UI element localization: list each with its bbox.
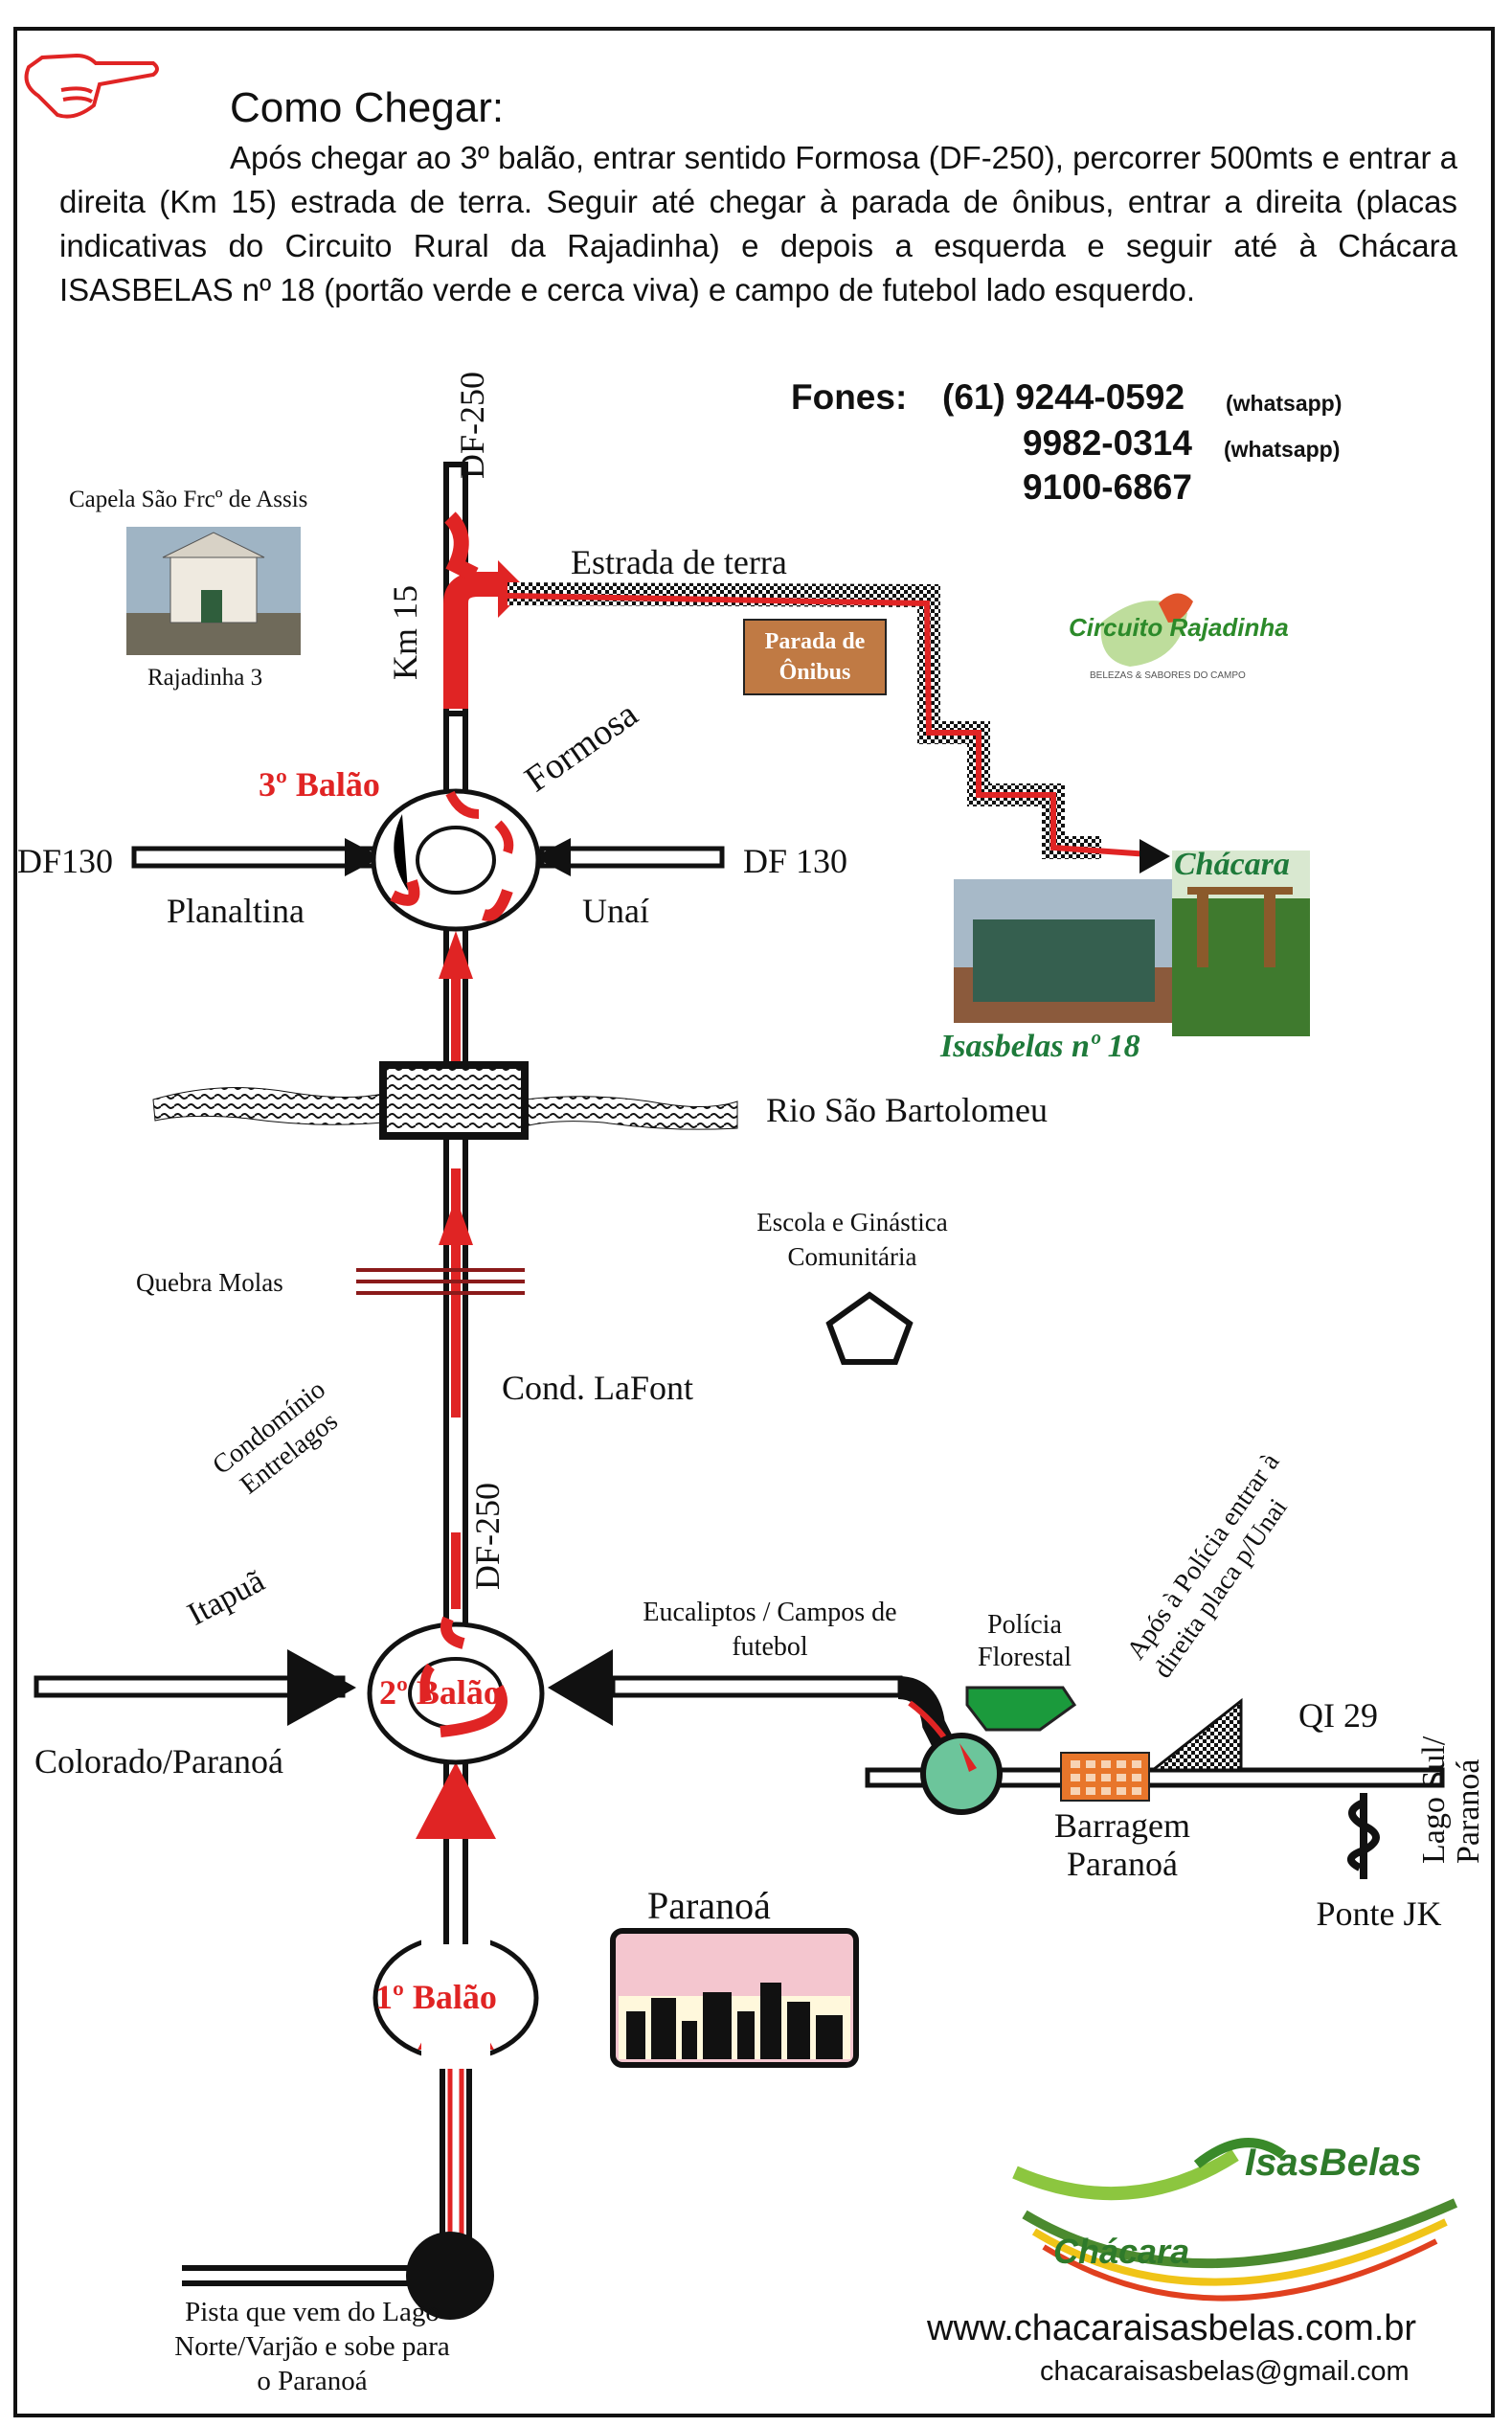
paranoa-label: Paranoá xyxy=(647,1884,771,1927)
circuito-logo-tagline: BELEZAS & SABORES DO CAMPO xyxy=(1090,670,1246,681)
parada-onibus-sign: Parada de Ônibus xyxy=(743,619,887,695)
roundabout-1 xyxy=(372,1925,539,2069)
rajadinha-label: Rajadinha 3 xyxy=(147,665,263,691)
chacara-label: Chácara xyxy=(1174,847,1290,882)
page-frame xyxy=(13,27,1495,2417)
chacara-gate-photo xyxy=(954,879,1172,1023)
quebra-molas-icon xyxy=(356,1268,525,1295)
pista-label: Pista que vem do Lago Norte/Varjão e sob… xyxy=(174,2297,450,2396)
circuito-rajadinha-logo xyxy=(1100,593,1193,667)
phones-label: Fones: xyxy=(791,377,908,417)
ponte-label: Ponte JK xyxy=(1316,1894,1442,1933)
directions-text: Após chegar ao 3º balão, entrar sentido … xyxy=(59,140,1457,307)
phone-note-1: (whatsapp) xyxy=(1226,391,1343,416)
phone-number-3: 9100-6867 xyxy=(1023,467,1192,507)
chacara-brand-text: Chácara xyxy=(1053,2232,1190,2271)
qi29-label: QI 29 xyxy=(1298,1696,1378,1735)
df130-roads xyxy=(131,838,725,876)
planaltina-label: Planaltina xyxy=(167,892,305,930)
road-to-barragem xyxy=(865,1676,1445,1879)
policia-label: Polícia Florestal xyxy=(978,1610,1072,1672)
df130-left-label: DF130 xyxy=(17,842,114,880)
policia-icon xyxy=(965,1686,1077,1732)
rio-label: Rio São Bartolomeu xyxy=(766,1091,1048,1129)
unai-label: Unaí xyxy=(582,892,649,930)
chacara-garden-photo xyxy=(1172,851,1310,1036)
balao3-label: 3º Balão xyxy=(259,765,380,804)
pista-road xyxy=(182,2232,494,2320)
phone-number-2: 9982-0314 xyxy=(1023,423,1192,463)
page-title: Como Chegar: xyxy=(230,84,505,131)
df250-mid-label: DF-250 xyxy=(468,1482,507,1590)
email-link[interactable]: chacaraisasbelas@gmail.com xyxy=(1040,2356,1410,2387)
roundabout-2 xyxy=(367,1616,545,1765)
lago-sul-label: Lago Sul/ Paranoá xyxy=(1416,1735,1486,1864)
isasbelas-brand-text: IsasBelas xyxy=(1245,2142,1422,2184)
df250-top-label: DF-250 xyxy=(453,371,491,479)
website-link[interactable]: www.chacaraisasbelas.com.br xyxy=(927,2308,1417,2348)
capela-photo xyxy=(126,527,301,655)
phone-note-2: (whatsapp) xyxy=(1224,437,1341,462)
estrada-de-terra xyxy=(507,582,1170,873)
eucaliptos-label: Eucaliptos / Campos de futebol xyxy=(643,1598,897,1662)
barragem-label: Barragem Paranoá xyxy=(1054,1806,1190,1883)
isasbelas-label: Isasbelas nº 18 xyxy=(940,1029,1140,1064)
access-road xyxy=(439,2069,473,2241)
ponte-jk-icon xyxy=(1347,1793,1380,1879)
lafont-label: Cond. LaFont xyxy=(502,1369,694,1407)
colorado-road xyxy=(34,1649,903,1726)
isasbelas-logo xyxy=(1012,2138,1458,2302)
turn-to-estrada xyxy=(443,511,527,709)
pointing-hand-icon xyxy=(24,53,159,119)
capela-label: Capela São Frcº de Assis xyxy=(69,487,308,512)
rio-sao-bartolomeu xyxy=(152,1061,738,1140)
phone-number-1: (61) 9244-0592 xyxy=(942,377,1185,417)
estrada-label: Estrada de terra xyxy=(571,543,787,581)
colorado-label: Colorado/Paranoá xyxy=(34,1742,283,1781)
cityscape-icon xyxy=(610,1928,859,2068)
roundabout-3 xyxy=(371,788,541,932)
balao2-label: 2º Balão xyxy=(379,1673,501,1712)
balao1-label: 1º Balão xyxy=(375,1978,497,2016)
pentagon-icon xyxy=(825,1291,914,1365)
circuito-logo-text: Circuito Rajadinha xyxy=(1069,613,1289,642)
df130-right-label: DF 130 xyxy=(743,842,848,880)
escola-label: Escola e Ginástica Comunitária xyxy=(756,1208,948,1271)
quebra-molas-label: Quebra Molas xyxy=(136,1268,283,1297)
km15-label: Km 15 xyxy=(386,585,424,680)
